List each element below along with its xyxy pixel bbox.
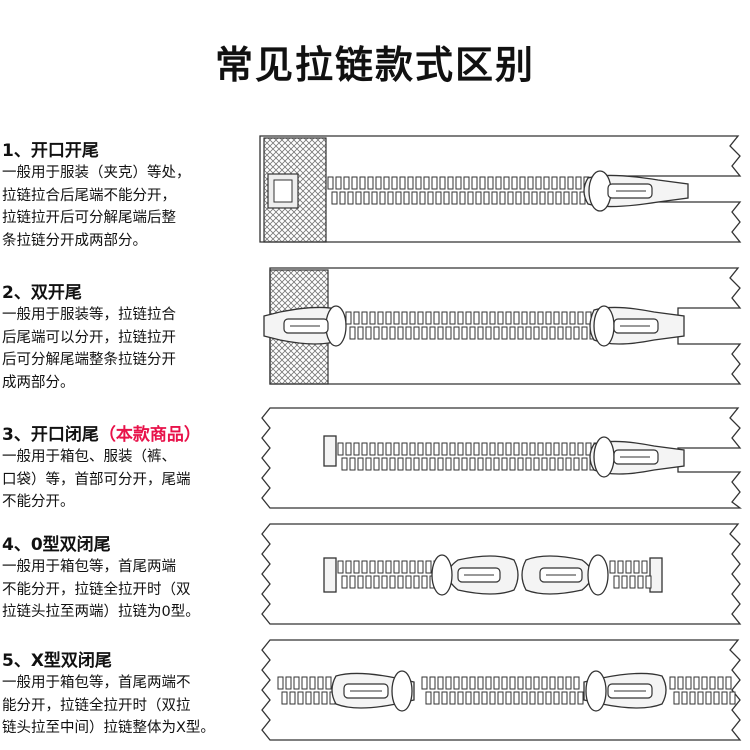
description-line: 链头拉至中间）拉链整体为X型。	[2, 720, 215, 736]
description-line: 能分开，拉链全拉开时（双拉	[2, 697, 191, 714]
zipper-slider-right-icon	[521, 554, 609, 596]
description-line: 一般用于服装等，拉链拉合	[2, 307, 176, 323]
zipper-teeth	[345, 311, 604, 340]
description-line: 一般用于服装（夹克）等处，	[2, 165, 191, 181]
zipper-teeth	[277, 676, 736, 705]
zipper-type-o-two-way-closed-text: 4、0型双闭尾 一般用于箱包等，首尾两端 不能分开，拉链全拉开时（双 拉链头拉至…	[2, 534, 264, 624]
zipper-slider-icon	[589, 436, 685, 478]
zipper-type-two-way-open-text: 2、双开尾 一般用于服装等，拉链拉合 后尾端可以分开，拉链拉开 后可分解尾端整条…	[2, 282, 264, 394]
heading: 1、开口开尾	[2, 141, 99, 161]
zipper-slider-left-icon	[263, 305, 347, 347]
zipper-slider-right-icon	[589, 305, 685, 347]
description-line: 拉链拉开后可分解尾端后整	[2, 210, 176, 226]
x-type-two-way-closed-zipper-illustration	[261, 639, 742, 741]
description-line: 拉链拉合后尾端不能分开，	[2, 187, 176, 204]
description-line: 一般用于箱包等，首尾两端不	[2, 675, 191, 691]
description-line: 不能分开，拉链全拉开时（双	[2, 581, 191, 598]
description-line: 后尾端可以分开，拉链拉开	[2, 329, 176, 346]
zipper-type-closed-end-text: 3、开口闭尾（本款商品） 一般用于箱包、服装（裤、 口袋）等，首部可分开，尾端 …	[2, 424, 264, 514]
bottom-stop-left	[323, 557, 337, 593]
zipper-slider-right-icon	[583, 670, 667, 712]
zipper-tape	[261, 639, 742, 741]
bottom-stop	[323, 435, 337, 467]
zipper-tape	[261, 407, 742, 509]
description-line: 口袋）等，首部可分开，尾端	[2, 471, 191, 488]
description-line: 不能分开。	[2, 494, 75, 510]
heading: 3、开口闭尾	[2, 425, 99, 445]
description-line: 成两部分。	[2, 374, 75, 391]
description-line: 一般用于箱包等，首尾两端	[2, 559, 176, 575]
closed-end-zipper-illustration	[261, 407, 742, 509]
zipper-slider-left-icon	[331, 670, 415, 712]
bottom-stop-right	[649, 557, 663, 593]
heading: 2、双开尾	[2, 283, 82, 303]
o-type-two-way-closed-zipper-illustration	[261, 523, 742, 625]
zipper-slider-icon	[583, 170, 689, 212]
zipper-type-x-two-way-closed-text: 5、X型双闭尾 一般用于箱包等，首尾两端不 能分开，拉链全拉开时（双拉 链头拉至…	[2, 650, 264, 740]
zipper-teeth	[337, 442, 604, 471]
zipper-slider-left-icon	[431, 554, 519, 596]
open-end-zipper-illustration	[259, 135, 742, 243]
zipper-tape	[269, 267, 742, 385]
description-line: 一般用于箱包、服装（裤、	[2, 449, 176, 465]
this-product-note: （本款商品）	[98, 425, 201, 445]
heading: 4、0型双闭尾	[2, 535, 111, 555]
description-line: 拉链头拉至两端）拉链为0型。	[2, 604, 200, 620]
two-way-open-zipper-illustration	[263, 267, 742, 385]
heading: 5、X型双闭尾	[2, 651, 112, 671]
description-line: 后可分解尾端整条拉链分开	[2, 352, 176, 368]
description-line: 条拉链分开成两部分。	[2, 232, 147, 249]
zipper-type-open-end-text: 1、开口开尾 一般用于服装（夹克）等处， 拉链拉合后尾端不能分开， 拉链拉开后可…	[2, 140, 264, 252]
page-title: 常见拉链款式区别	[214, 43, 535, 87]
